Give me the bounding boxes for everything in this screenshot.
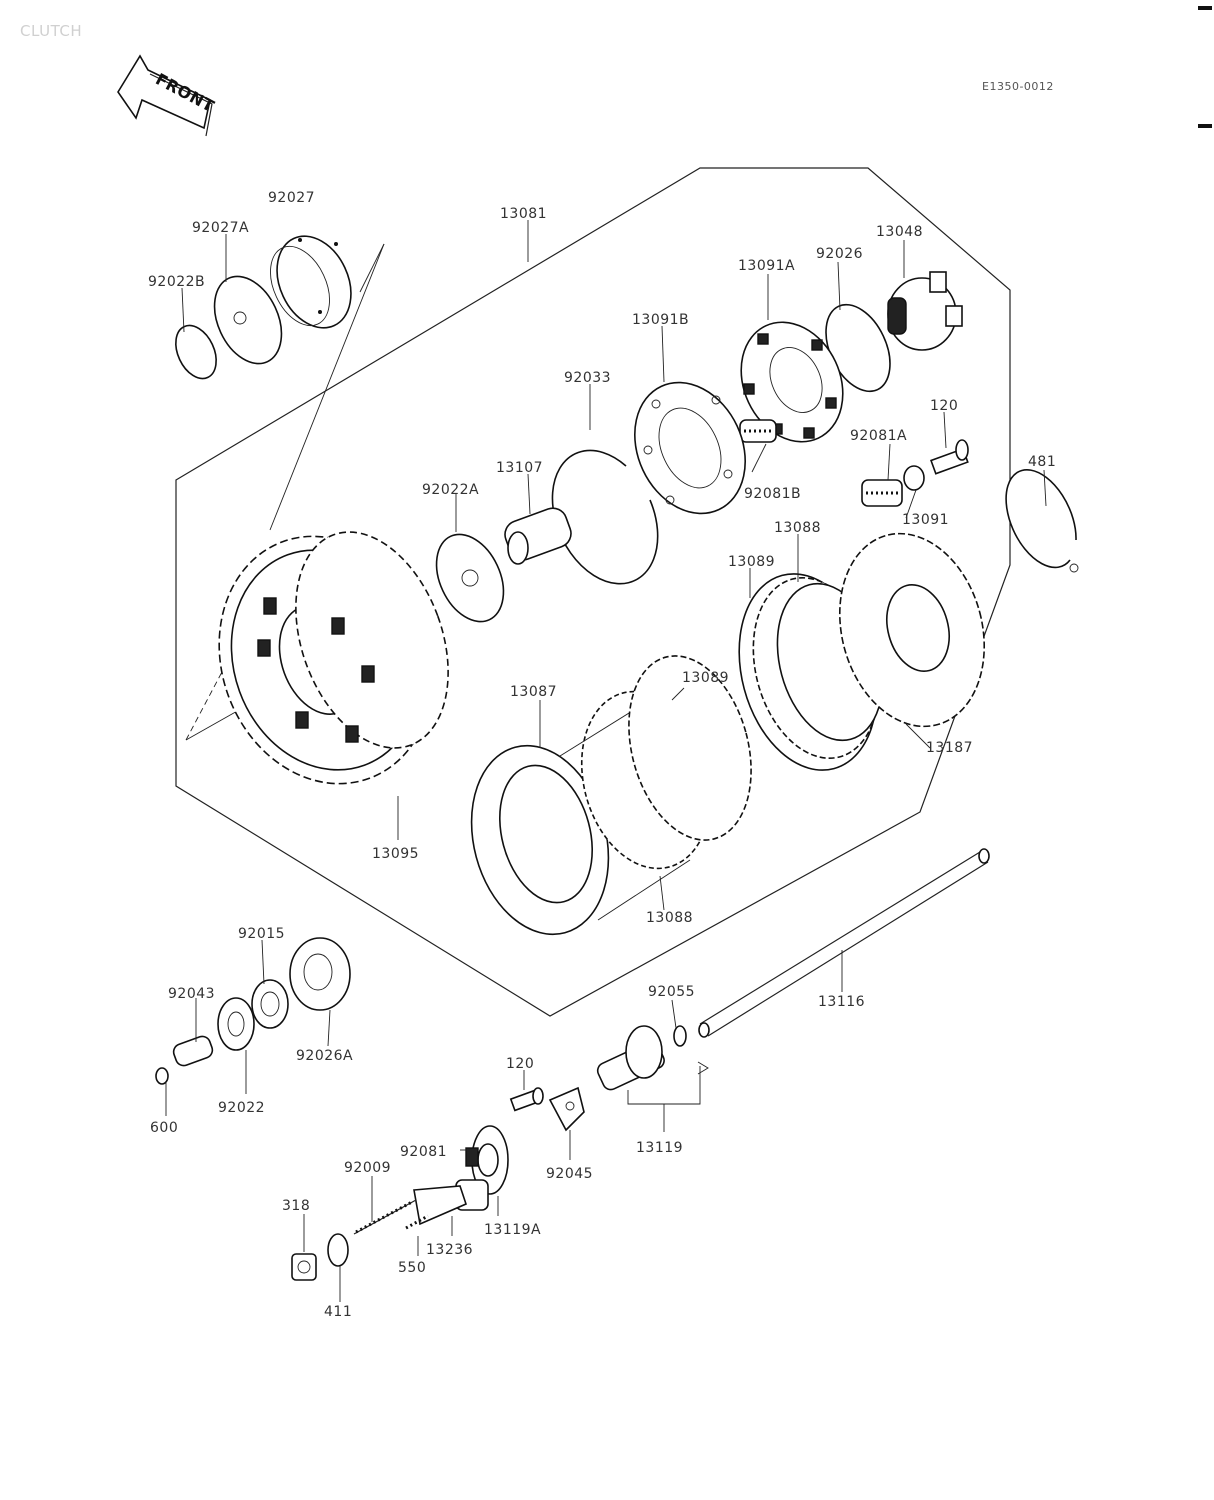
housing-outline	[175, 167, 1011, 1017]
clutch-spring	[739, 419, 777, 443]
label-13091: 13091	[902, 512, 949, 528]
label-92033: 92033	[564, 370, 611, 386]
label-92022B: 92022B	[148, 274, 205, 290]
cover-washer	[175, 324, 217, 380]
push-rod	[698, 848, 990, 1038]
label-92022A: 92022A	[422, 482, 479, 498]
label-550: 550	[398, 1260, 426, 1276]
spring-plate	[740, 321, 844, 443]
label-13089-upper: 13089	[728, 554, 775, 570]
front-arrow-icon: FRONT	[117, 54, 218, 137]
outer-snap-ring	[1005, 469, 1077, 569]
label-13089-lower: 13089	[682, 670, 729, 686]
spring-bolt	[930, 439, 969, 475]
label-13087: 13087	[510, 684, 557, 700]
bearing-nut	[251, 979, 289, 1029]
label-120-lower: 120	[506, 1056, 534, 1072]
clutch-housing-gear	[218, 531, 449, 785]
label-13116: 13116	[818, 994, 865, 1010]
label-92081B: 92081B	[744, 486, 801, 502]
label-92015: 92015	[238, 926, 285, 942]
pressure-plate	[634, 381, 746, 515]
label-411: 411	[324, 1304, 352, 1320]
label-92045: 92045	[546, 1166, 593, 1182]
spring-a	[861, 479, 903, 507]
label-92027A: 92027A	[192, 220, 249, 236]
label-13091B: 13091B	[632, 312, 689, 328]
ball	[155, 1067, 169, 1085]
spacer-collar	[172, 1035, 214, 1067]
label-92081A: 92081A	[850, 428, 907, 444]
cover-leader	[269, 243, 385, 531]
release-shaft	[596, 1025, 709, 1132]
label-13048: 13048	[876, 224, 923, 240]
o-ring	[673, 1025, 687, 1047]
clutch-release-cup	[887, 271, 963, 351]
label-92009: 92009	[344, 1160, 391, 1176]
label-13081: 13081	[500, 206, 547, 222]
leader-lines	[165, 220, 1047, 1302]
label-13091A: 13091A	[738, 258, 795, 274]
circlip	[551, 449, 659, 585]
label-13088-lower: 13088	[646, 910, 693, 926]
label-13119A: 13119A	[484, 1222, 541, 1238]
label-92043: 92043	[168, 986, 215, 1002]
clutch-cover	[270, 235, 352, 329]
label-13088-upper: 13088	[774, 520, 821, 536]
label-92022: 92022	[218, 1100, 265, 1116]
page-edge-mark-top	[1198, 6, 1212, 10]
label-92027: 92027	[268, 190, 315, 206]
figure-code: E1350-0012	[982, 80, 1054, 93]
sleeve-collar	[504, 507, 572, 565]
clutch-drive-plate	[838, 532, 986, 728]
spring-washer	[903, 465, 925, 491]
label-13119: 13119	[636, 1140, 683, 1156]
cover-gasket	[213, 275, 283, 365]
thrust-washer	[435, 533, 505, 623]
label-92081: 92081	[400, 1144, 447, 1160]
label-120-upper: 120	[930, 398, 958, 414]
label-13107: 13107	[496, 460, 543, 476]
release-cam	[548, 1086, 585, 1132]
release-lever	[455, 1125, 509, 1211]
lower-washer	[217, 997, 255, 1051]
label-92026A: 92026A	[296, 1048, 353, 1064]
label-600: 600	[150, 1120, 178, 1136]
adjuster-arm	[405, 1185, 467, 1230]
label-92026: 92026	[816, 246, 863, 262]
needle-bearing	[289, 937, 351, 1011]
page-edge-mark-bottom	[1198, 124, 1212, 128]
label-318: 318	[282, 1198, 310, 1214]
section-title: CLUTCH	[20, 22, 82, 40]
label-13187: 13187	[926, 740, 973, 756]
label-481: 481	[1028, 454, 1056, 470]
label-13236: 13236	[426, 1242, 473, 1258]
adjuster-washer	[327, 1233, 349, 1267]
part-labels: 92027 92027A 92022B 13081 13091A 92026 1…	[148, 190, 1056, 1320]
label-13095: 13095	[372, 846, 419, 862]
adjuster-nut	[291, 1253, 317, 1281]
release-bolt	[509, 1087, 544, 1112]
adjusting-screw	[353, 1199, 417, 1235]
label-92055: 92055	[648, 984, 695, 1000]
